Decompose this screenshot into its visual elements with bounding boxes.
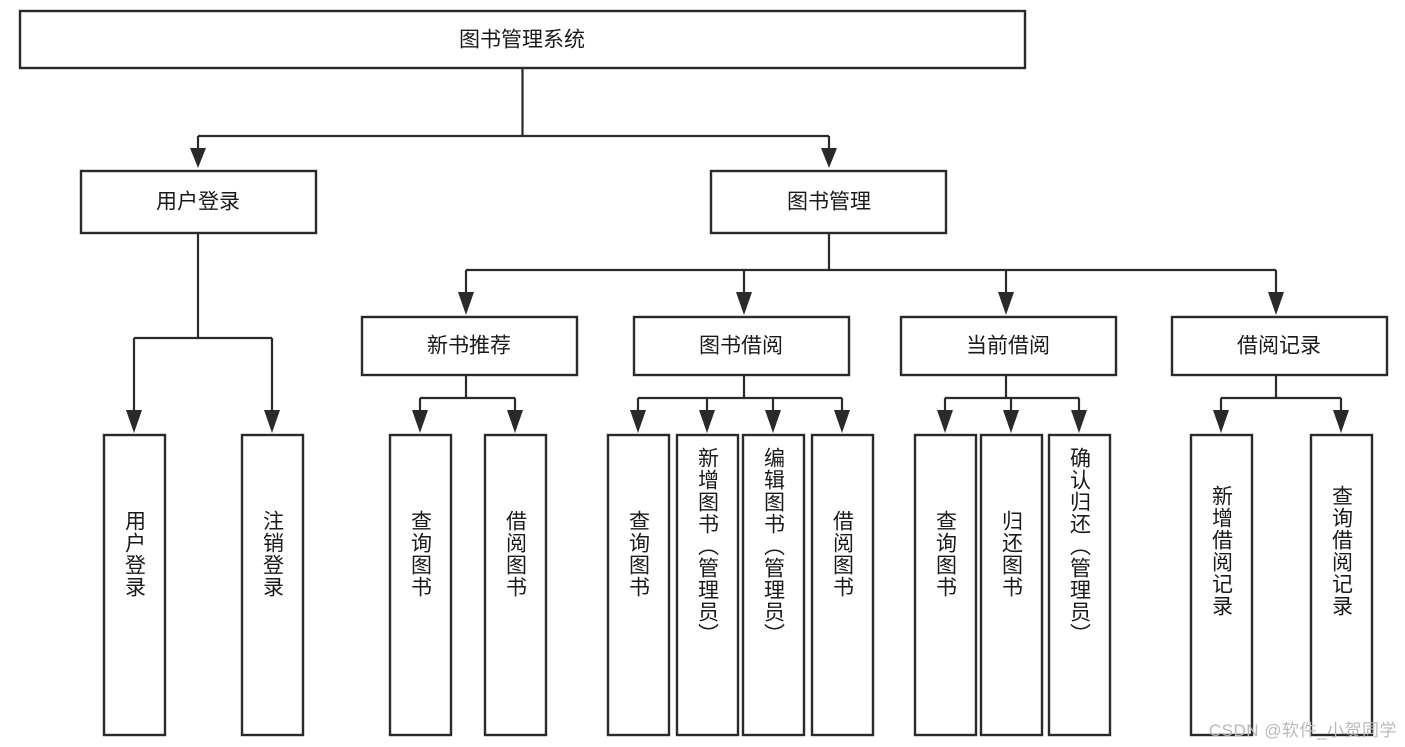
leaf-br-query-record[interactable]: 查询借阅记录	[1309, 433, 1374, 737]
node-borrow-record-label: 借阅记录	[1237, 335, 1321, 358]
arrow-head-nb-2	[507, 410, 523, 433]
connector-group-root-to-level2	[190, 68, 837, 168]
leaf-cb-query-book[interactable]: 查询图书	[913, 433, 978, 737]
leaf-nb-query-book-rect[interactable]	[388, 433, 453, 737]
connector-group-bookborrow-to-leaves	[630, 375, 850, 433]
arrow-head-leaf-logout	[264, 410, 280, 433]
arrow-head-user-login	[190, 148, 206, 168]
leaf-nb-borrow-book[interactable]: 借阅图书	[483, 433, 548, 737]
node-current-borrow[interactable]: 当前借阅	[899, 315, 1118, 377]
node-user-login-label: 用户登录	[156, 191, 240, 214]
node-root-rect[interactable]	[18, 9, 1027, 70]
arrow-head-br-2	[1333, 410, 1349, 433]
leaf-br-query-record-rect[interactable]	[1309, 433, 1374, 737]
arrow-head-cb-3	[1071, 410, 1087, 433]
node-book-borrow[interactable]: 图书借阅	[632, 315, 851, 377]
leaf-logout[interactable]: 注销登录	[240, 433, 305, 737]
leaf-bb-query-book-rect[interactable]	[606, 433, 671, 737]
leaf-cb-return-book-label: 归还图书	[1000, 510, 1024, 598]
connector-group-newbook-to-leaves	[412, 375, 523, 433]
node-borrow-record[interactable]: 借阅记录	[1170, 315, 1389, 377]
leaf-cb-confirm-return-rect[interactable]	[1047, 433, 1112, 737]
leaf-nb-borrow-book-label: 借阅图书	[504, 510, 528, 598]
leaf-bb-query-book[interactable]: 查询图书	[606, 433, 671, 737]
connector-group-userlogin-to-leaves	[126, 232, 280, 433]
node-book-management-rect[interactable]	[709, 169, 948, 235]
connector-group-borrowrecord-to-leaves	[1213, 375, 1349, 433]
arrow-head-cb-1	[937, 410, 953, 433]
arrow-head-br-1	[1213, 410, 1229, 433]
csdn-watermark: CSDN @软件_小贺同学	[1208, 721, 1397, 740]
node-user-login-rect[interactable]	[79, 169, 318, 235]
leaf-bb-query-book-label: 查询图书	[627, 510, 651, 598]
leaf-br-add-record[interactable]: 新增借阅记录	[1189, 433, 1254, 737]
leaf-cb-query-book-label: 查询图书	[934, 510, 958, 598]
arrow-head-bb-4	[834, 410, 850, 433]
leaf-bb-borrow-book[interactable]: 借阅图书	[810, 433, 875, 737]
node-book-management-label: 图书管理	[787, 191, 871, 214]
leaf-user-login-rect[interactable]	[102, 433, 167, 737]
node-current-borrow-label: 当前借阅	[966, 335, 1050, 358]
arrow-head-bb-3	[765, 410, 781, 433]
leaf-bb-edit-book-rect[interactable]	[741, 433, 806, 737]
connector-group-bookmgmt-to-level3	[458, 232, 1284, 315]
arrow-head-bb-2	[699, 410, 715, 433]
leaf-bb-edit-book[interactable]: 编辑图书（管理员）	[741, 433, 806, 737]
arrow-head-book-mgmt	[821, 148, 837, 168]
leaf-user-login[interactable]: 用户登录	[102, 433, 167, 737]
node-user-login[interactable]: 用户登录	[79, 169, 318, 235]
node-new-book-recommend-label: 新书推荐	[427, 335, 511, 358]
leaf-bb-add-book-label: 新增图书（管理员）	[696, 447, 720, 645]
leaf-cb-confirm-return[interactable]: 确认归还（管理员）	[1047, 433, 1112, 737]
leaf-logout-label: 注销登录	[261, 510, 285, 598]
arrow-head-book-borrow	[736, 292, 752, 315]
leaf-cb-query-book-rect[interactable]	[913, 433, 978, 737]
node-current-borrow-rect[interactable]	[899, 315, 1118, 377]
arrow-head-new-book	[458, 292, 474, 315]
leaf-bb-add-book-rect[interactable]	[675, 433, 740, 737]
arrow-head-cb-2	[1003, 410, 1019, 433]
leaf-bb-borrow-book-label: 借阅图书	[831, 510, 855, 598]
node-book-borrow-label: 图书借阅	[699, 335, 783, 358]
node-new-book-recommend-rect[interactable]	[360, 315, 579, 377]
leaf-cb-return-book[interactable]: 归还图书	[979, 433, 1044, 737]
leaf-br-add-record-rect[interactable]	[1189, 433, 1254, 737]
leaf-bb-borrow-book-rect[interactable]	[810, 433, 875, 737]
arrow-head-nb-1	[412, 410, 428, 433]
leaf-nb-borrow-book-rect[interactable]	[483, 433, 548, 737]
leaf-bb-edit-book-label: 编辑图书（管理员）	[762, 447, 786, 645]
leaf-logout-rect[interactable]	[240, 433, 305, 737]
node-borrow-record-rect[interactable]	[1170, 315, 1389, 377]
leaf-cb-return-book-rect[interactable]	[979, 433, 1044, 737]
leaf-cb-confirm-return-label: 确认归还（管理员）	[1068, 447, 1092, 645]
connector-group-currentborrow-to-leaves	[937, 375, 1087, 433]
leaf-nb-query-book-label: 查询图书	[409, 510, 433, 598]
leaf-user-login-label: 用户登录	[123, 510, 147, 598]
leaf-br-add-record-label: 新增借阅记录	[1210, 485, 1234, 617]
leaf-bb-add-book[interactable]: 新增图书（管理员）	[675, 433, 740, 737]
arrow-head-borrow-record	[1268, 292, 1284, 315]
leaf-nb-query-book[interactable]: 查询图书	[388, 433, 453, 737]
node-new-book-recommend[interactable]: 新书推荐	[360, 315, 579, 377]
node-root-label: 图书管理系统	[459, 29, 585, 52]
node-book-borrow-rect[interactable]	[632, 315, 851, 377]
node-book-management[interactable]: 图书管理	[709, 169, 948, 235]
node-root[interactable]: 图书管理系统	[18, 9, 1027, 70]
arrow-head-bb-1	[630, 410, 646, 433]
arrow-head-leaf-user-login	[126, 410, 142, 433]
arrow-head-current-borrow	[998, 292, 1014, 315]
leaf-br-query-record-label: 查询借阅记录	[1330, 485, 1354, 617]
